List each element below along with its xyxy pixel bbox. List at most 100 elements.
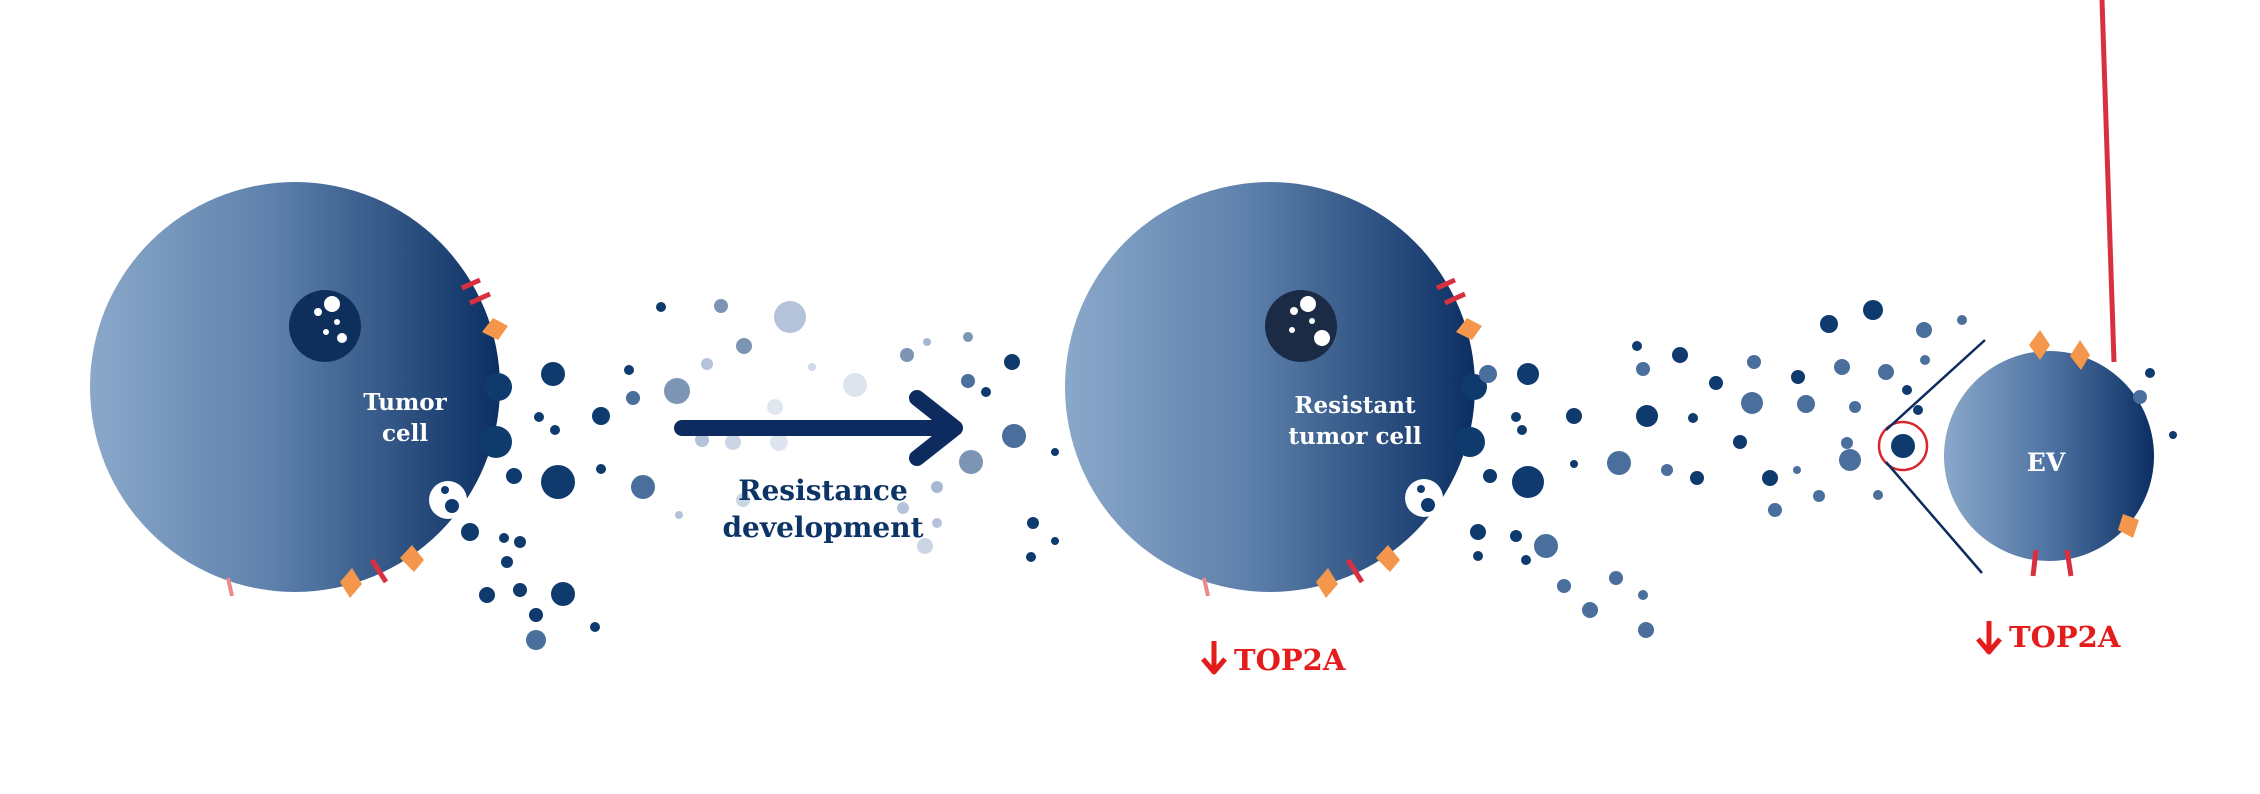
vesicle xyxy=(1768,503,1782,517)
vesicle xyxy=(1582,602,1598,618)
vesicle xyxy=(1026,552,1036,562)
vesicle xyxy=(695,433,709,447)
vesicle xyxy=(725,434,741,450)
vesicle xyxy=(501,556,513,568)
tumor-cell: Tumor cell xyxy=(90,182,512,598)
vesicle xyxy=(1051,448,1059,456)
vesicle xyxy=(551,582,575,606)
budding-vesicle xyxy=(1461,374,1487,400)
vesicle xyxy=(590,622,600,632)
vesicle xyxy=(1632,341,1642,351)
endosome xyxy=(1405,479,1443,517)
down-arrow-icon xyxy=(1201,641,1227,675)
vesicle xyxy=(808,363,816,371)
vesicle xyxy=(1051,537,1059,545)
highlighted-vesicle xyxy=(1891,434,1915,458)
resistant-cell-label-line2: tumor cell xyxy=(1288,423,1422,450)
vesicle xyxy=(981,387,991,397)
resistant-cell-label-line1: Resistant xyxy=(1294,392,1416,419)
vesicle xyxy=(1839,449,1861,471)
vesicle xyxy=(1690,471,1704,485)
membrane-receptors xyxy=(226,277,508,598)
extracellular-vesicles-cloud-1 xyxy=(461,299,1059,650)
vesicle xyxy=(541,465,575,499)
vesicle xyxy=(1878,364,1894,380)
vesicle xyxy=(961,374,975,388)
vesicle xyxy=(959,450,983,474)
vesicle xyxy=(774,301,806,333)
vesicle xyxy=(767,399,783,415)
vesicle xyxy=(843,373,867,397)
vesicle xyxy=(1512,466,1544,498)
vesicle xyxy=(1688,413,1698,423)
vesicle xyxy=(1517,363,1539,385)
vesicle xyxy=(1027,517,1039,529)
vesicle xyxy=(1661,464,1673,476)
vesicle xyxy=(1797,395,1815,413)
vesicle xyxy=(1517,425,1527,435)
vesicle xyxy=(2169,431,2177,439)
vesicle xyxy=(1470,524,1486,540)
vesicle xyxy=(2133,390,2147,404)
ev-zoom-callout xyxy=(1877,339,1986,574)
vesicle xyxy=(1834,359,1850,375)
budding-vesicle xyxy=(484,373,512,401)
tumor-cell-nucleus xyxy=(289,290,361,362)
vesicle xyxy=(923,338,931,346)
vesicle xyxy=(1793,466,1801,474)
vesicle xyxy=(1733,435,1747,449)
vesicle xyxy=(624,365,634,375)
vesicle xyxy=(1636,362,1650,376)
vesicle xyxy=(1002,424,1026,448)
vesicle xyxy=(1791,370,1805,384)
vesicle xyxy=(2145,368,2155,378)
vesicle xyxy=(1920,355,1930,365)
vesicle xyxy=(1566,408,1582,424)
vesicle xyxy=(1638,590,1648,600)
vesicle xyxy=(506,468,522,484)
zoom-line-bottom xyxy=(1885,461,1983,574)
vesicle xyxy=(513,583,527,597)
vesicle xyxy=(1873,490,1883,500)
vesicle xyxy=(1709,376,1723,390)
right-arrow-head xyxy=(909,390,963,466)
vesicle xyxy=(1557,579,1571,593)
resistance-label-line1: Resistance xyxy=(738,474,908,507)
resistant-cell-body xyxy=(1065,182,1475,592)
budding-vesicle xyxy=(1455,427,1485,457)
top2a-marker-1: TOP2A xyxy=(1201,641,1346,677)
tumor-cell-label-line2: cell xyxy=(382,420,428,447)
vesicle xyxy=(541,362,565,386)
vesicle xyxy=(1813,490,1825,502)
resistance-development-arrow: Resistance development xyxy=(674,390,963,544)
top2a-label-2: TOP2A xyxy=(2009,620,2121,654)
vesicle xyxy=(1957,315,1967,325)
vesicle xyxy=(714,299,728,313)
down-arrow-icon xyxy=(1976,621,2002,655)
resistance-label-line2: development xyxy=(722,511,923,544)
resistant-cell-nucleus xyxy=(1265,290,1337,362)
resistant-tumor-cell: Resistant tumor cell xyxy=(1065,182,1487,598)
vesicle xyxy=(1916,322,1932,338)
vesicle xyxy=(479,587,495,603)
vesicle xyxy=(499,533,509,543)
vesicle xyxy=(897,502,909,514)
vesicle xyxy=(1820,315,1838,333)
vesicle xyxy=(900,348,914,362)
top2a-marker-2: TOP2A xyxy=(1976,620,2121,655)
endosome xyxy=(429,481,467,519)
vesicle xyxy=(1534,534,1558,558)
vesicle xyxy=(1607,451,1631,475)
vesicle xyxy=(736,338,752,354)
vesicle xyxy=(550,425,560,435)
vesicle xyxy=(963,332,973,342)
extracellular-vesicle: EV xyxy=(1944,0,2177,577)
vesicle xyxy=(529,608,543,622)
vesicle xyxy=(1609,571,1623,585)
vesicle xyxy=(1511,412,1521,422)
vesicle xyxy=(1902,385,1912,395)
tumor-cell-label-line1: Tumor xyxy=(363,389,447,416)
extracellular-vesicles-cloud-2 xyxy=(1470,300,1967,638)
vesicle xyxy=(626,391,640,405)
